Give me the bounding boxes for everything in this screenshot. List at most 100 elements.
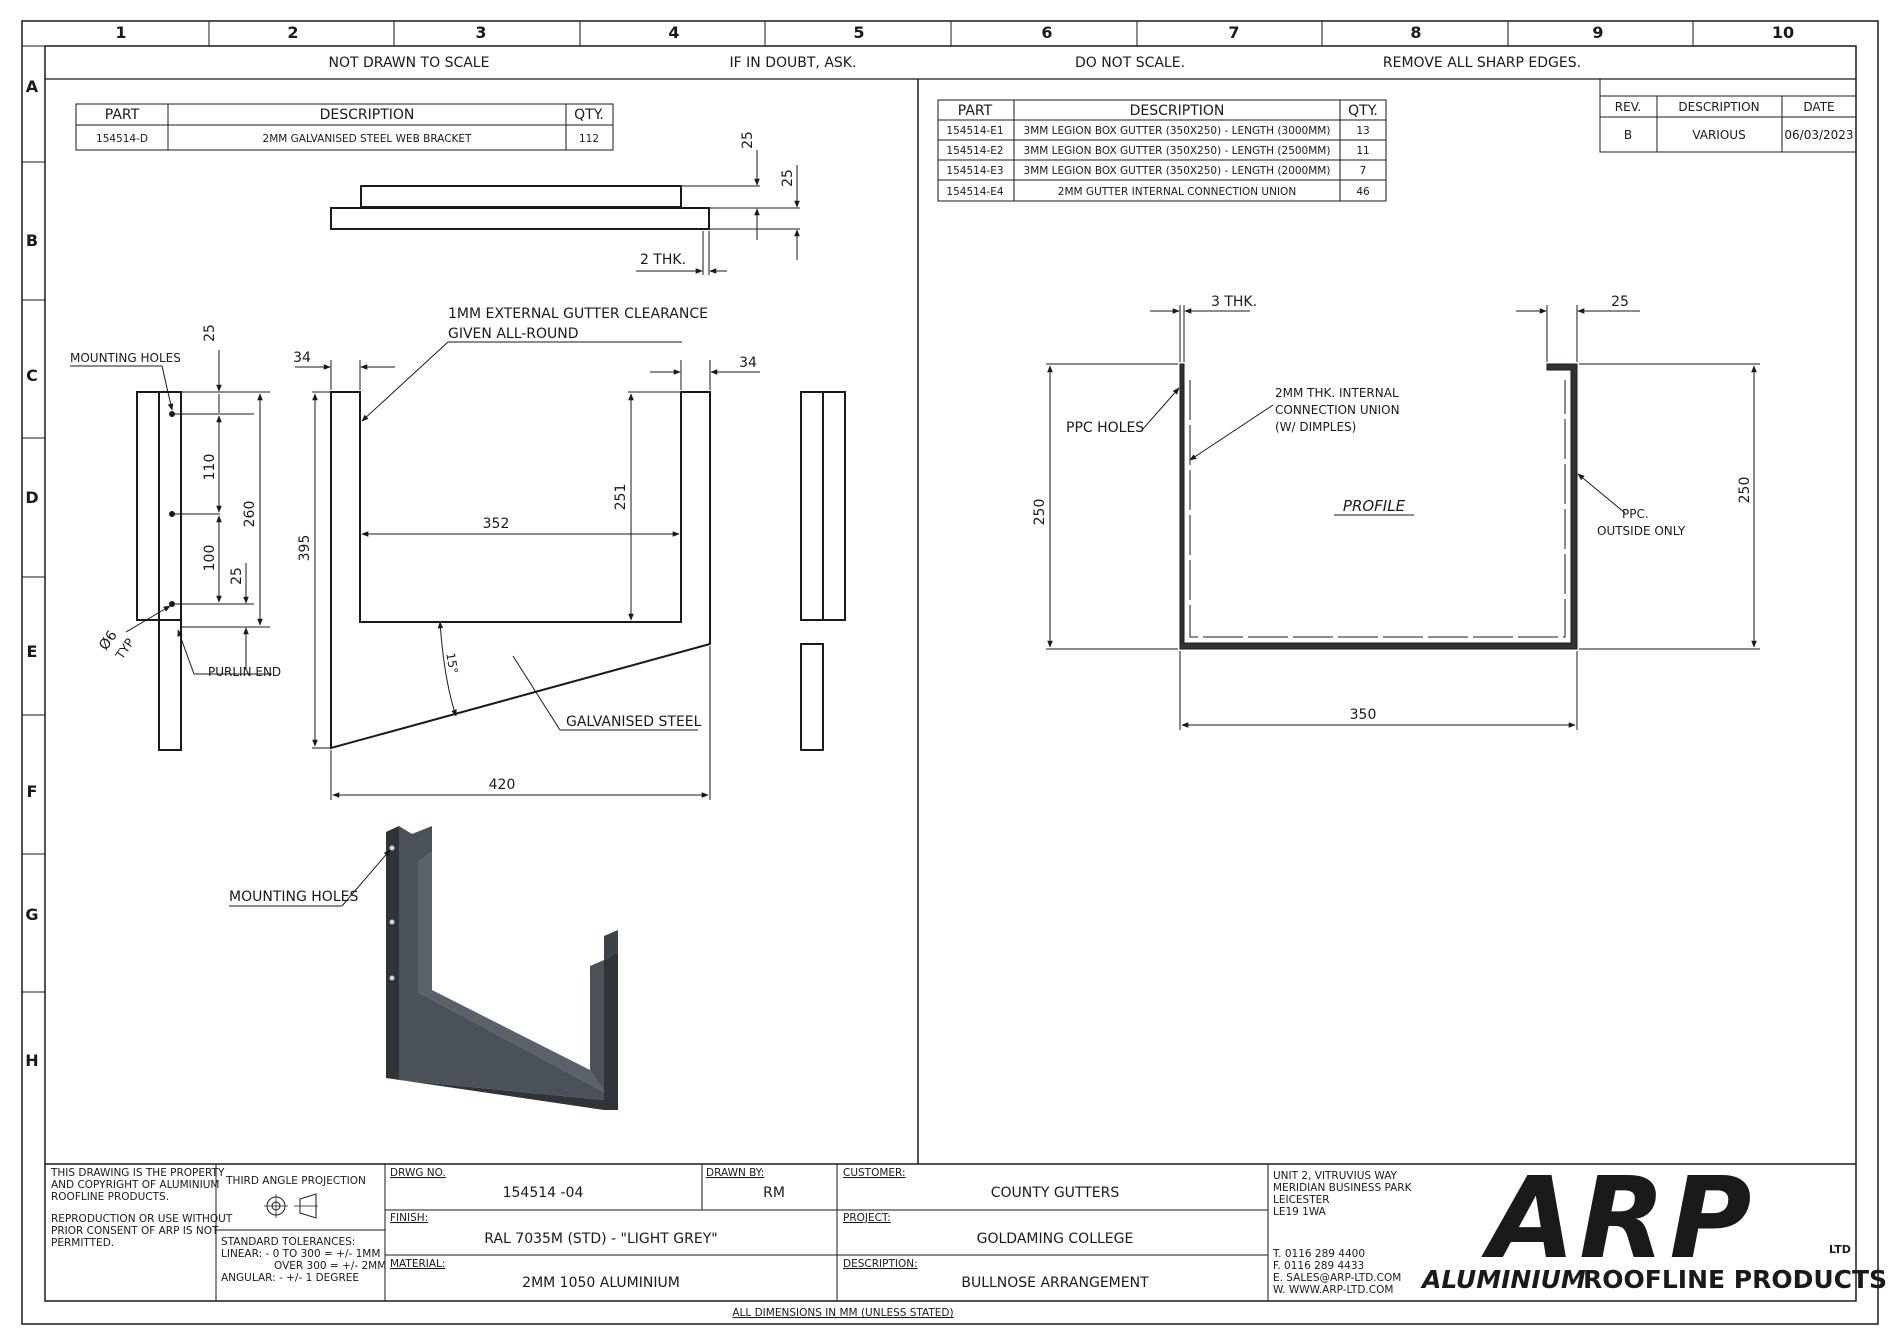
bracket-table-header-description: DESCRIPTION (320, 107, 415, 123)
note-remove-sharp-edges: REMOVE ALL SHARP EDGES. (1383, 55, 1581, 71)
grid-col-1: 1 (115, 23, 126, 42)
bracket-side-view-left: 25 110 100 25 260 MOUNTING HOLES Ø6 TYP … (70, 324, 281, 751)
contact-fax: F. 0116 289 4433 (1273, 1260, 1364, 1272)
reproduction-line1: REPRODUCTION OR USE WITHOUT (51, 1213, 233, 1225)
dim-front-352: 352 (483, 516, 510, 532)
bracket-parts-table: PART DESCRIPTION QTY. 154514-D 2MM GALVA… (75, 103, 614, 151)
bracket-isometric-view: MOUNTING HOLES (229, 826, 618, 1110)
dim-front-angle: 15° (443, 652, 460, 675)
copyright-line2: AND COPYRIGHT OF ALUMINIUM (51, 1179, 219, 1191)
grid-col-5: 5 (853, 23, 864, 42)
third-angle-projection-label: THIRD ANGLE PROJECTION (225, 1175, 366, 1187)
reproduction-line2: PRIOR CONSENT OF ARP IS NOT (51, 1225, 219, 1237)
mounting-hole (169, 511, 175, 517)
arp-logo-aluminium: ALUMINIUM (1420, 1265, 1586, 1294)
arp-logo: ARP LTD ALUMINIUM ROOFLINE PRODUCTS (1420, 1154, 1887, 1294)
gutter-parts-table: PART DESCRIPTION QTY. 154514-E1 3MM LEGI… (937, 99, 1387, 202)
arp-logo-letters: ARP (1480, 1154, 1755, 1284)
dim-side-25-bottom: 25 (229, 567, 245, 585)
mounting-hole (389, 919, 395, 925)
grid-row-d: D (25, 488, 38, 507)
grid-row-a: A (26, 77, 39, 96)
label-clearance-line2: GIVEN ALL-ROUND (448, 326, 579, 342)
gutter-table-row4-qty: 46 (1356, 186, 1370, 198)
contact-email: E. SALES@ARP-LTD.COM (1273, 1272, 1401, 1284)
project-label: PROJECT: (843, 1212, 891, 1224)
mounting-hole (169, 411, 175, 417)
tolerances-line4: ANGULAR: - +/- 1 DEGREE (221, 1272, 359, 1284)
grid-row-h: H (25, 1051, 38, 1070)
dim-front-34-right: 34 (739, 355, 757, 371)
grid-col-4: 4 (668, 23, 679, 42)
label-ppc-holes: PPC HOLES (1066, 420, 1144, 436)
grid-row-g: G (25, 905, 38, 924)
gutter-profile-view: 3 THK. 25 250 250 350 PPC HOLES 2MM THK.… (1032, 294, 1760, 730)
dim-top-view-25-a: 25 (740, 131, 756, 149)
footer-dimensions-note: ALL DIMENSIONS IN MM (UNLESS STATED) (732, 1307, 953, 1319)
gutter-table-row2-description: 3MM LEGION BOX GUTTER (350X250) - LENGTH… (1024, 145, 1331, 157)
dim-front-420: 420 (489, 777, 516, 793)
bracket-side-view-right (800, 391, 846, 751)
grid-col-8: 8 (1410, 23, 1421, 42)
note-if-in-doubt: IF IN DOUBT, ASK. (730, 55, 857, 71)
bracket-table-header-part: PART (105, 107, 140, 123)
bracket-front-view: 34 34 352 251 395 420 15° GALVANISED STE… (293, 306, 760, 800)
dim-side-25-top: 25 (202, 324, 218, 342)
revision-header-date: DATE (1803, 100, 1834, 114)
drawn-by-label: DRAWN BY: (706, 1167, 764, 1179)
note-do-not-scale: DO NOT SCALE. (1075, 55, 1185, 71)
gutter-table-row2-part: 154514-E2 (946, 145, 1003, 157)
gutter-table-row3-description: 3MM LEGION BOX GUTTER (350X250) - LENGTH… (1024, 165, 1331, 177)
gutter-table-header-description: DESCRIPTION (1130, 103, 1225, 119)
dim-profile-250-right: 250 (1737, 477, 1753, 504)
tolerances-line1: STANDARD TOLERANCES: (221, 1236, 355, 1248)
gutter-table-row3-part: 154514-E3 (946, 165, 1003, 177)
gutter-table-row1-description: 3MM LEGION BOX GUTTER (350X250) - LENGTH… (1024, 125, 1331, 137)
label-union-line1: 2MM THK. INTERNAL (1275, 386, 1399, 400)
material-value: 2MM 1050 ALUMINIUM (522, 1275, 680, 1291)
grid-column-labels: 1 2 3 4 5 6 7 8 9 10 (115, 21, 1794, 46)
label-clearance-line1: 1MM EXTERNAL GUTTER CLEARANCE (448, 306, 708, 322)
dim-profile-thickness: 3 THK. (1211, 294, 1257, 310)
note-not-to-scale: NOT DRAWN TO SCALE (329, 55, 490, 71)
label-purlin-end: PURLIN END (208, 665, 281, 679)
revision-cell-rev: B (1624, 128, 1632, 142)
notes-strip: NOT DRAWN TO SCALE IF IN DOUBT, ASK. DO … (45, 55, 1856, 80)
gutter-table-row1-qty: 13 (1356, 125, 1369, 137)
revision-header-rev: REV. (1615, 100, 1641, 114)
description-value: BULLNOSE ARRANGEMENT (961, 1275, 1149, 1291)
dim-front-395: 395 (297, 535, 313, 562)
finish-value: RAL 7035M (STD) - "LIGHT GREY" (484, 1231, 717, 1247)
gutter-table-row4-part: 154514-E4 (946, 186, 1004, 198)
gutter-table-row3-qty: 7 (1360, 165, 1367, 177)
dim-front-251: 251 (613, 484, 629, 511)
dim-side-110: 110 (202, 454, 218, 481)
contact-web: W. WWW.ARP-LTD.COM (1273, 1284, 1393, 1296)
address-line2: MERIDIAN BUSINESS PARK (1273, 1182, 1413, 1194)
dim-profile-lip-25: 25 (1611, 294, 1629, 310)
revision-cell-date: 06/03/2023 (1784, 128, 1853, 142)
mounting-hole (389, 845, 395, 851)
copyright-line3: ROOFLINE PRODUCTS. (51, 1191, 169, 1203)
arp-logo-roofline-products: ROOFLINE PRODUCTS (1583, 1265, 1887, 1294)
project-value: GOLDAMING COLLEGE (977, 1231, 1134, 1247)
revision-header-description: DESCRIPTION (1678, 100, 1759, 114)
description-label: DESCRIPTION: (843, 1258, 918, 1270)
dim-side-260: 260 (242, 501, 258, 528)
gutter-table-header-part: PART (958, 103, 993, 119)
grid-col-6: 6 (1041, 23, 1052, 42)
gutter-table-row4-description: 2MM GUTTER INTERNAL CONNECTION UNION (1058, 186, 1296, 198)
address-line4: LE19 1WA (1273, 1206, 1327, 1218)
tolerances-line3: OVER 300 = +/- 2MM (274, 1260, 386, 1272)
grid-row-c: C (26, 366, 38, 385)
arp-logo-ltd: LTD (1829, 1243, 1851, 1256)
label-profile-title: PROFILE (1343, 497, 1406, 515)
grid-row-b: B (26, 231, 38, 250)
dim-top-view-thickness: 2 THK. (640, 252, 686, 268)
grid-row-e: E (27, 642, 38, 661)
grid-col-3: 3 (475, 23, 486, 42)
tolerances-line2: LINEAR: - 0 TO 300 = +/- 1MM (221, 1248, 380, 1260)
copyright-line1: THIS DRAWING IS THE PROPERTY (50, 1167, 225, 1179)
label-union-line3: (W/ DIMPLES) (1275, 420, 1356, 434)
grid-row-labels: A B C D E F G H (22, 77, 45, 1070)
